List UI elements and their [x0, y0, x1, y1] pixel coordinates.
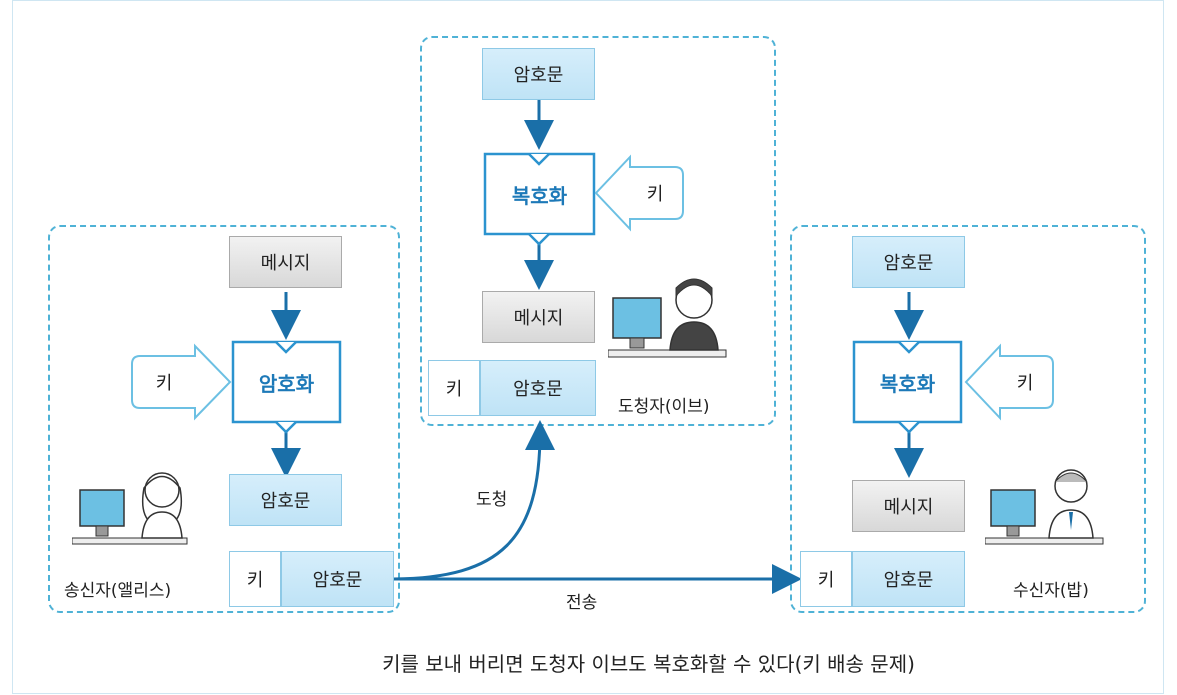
- encrypt-frame: [231, 340, 342, 424]
- eve-recv-cipher-box: 암호문: [480, 360, 596, 416]
- figure-caption: 키를 보내 버리면 도청자 이브도 복호화할 수 있다(키 배송 문제): [382, 652, 915, 676]
- sender-message-box: 메시지: [229, 236, 342, 288]
- eve-key-label: 키: [646, 184, 664, 205]
- eve-cipher-box: 암호문: [482, 48, 595, 100]
- decrypt-frame-bob: [852, 340, 963, 424]
- eve-decrypt-label: 복호화: [511, 183, 568, 208]
- sender-key-callout: [131, 343, 232, 421]
- transmit-label: 전송: [566, 593, 598, 613]
- figure-frame: [12, 0, 1164, 694]
- sender-send-key-box: 키: [229, 551, 281, 607]
- bob-recv-cipher-box: 암호문: [852, 551, 965, 607]
- intercept-arrow: [393, 420, 555, 581]
- bob-cipher-box: 암호문: [852, 236, 965, 288]
- bob-decrypt-label: 복호화: [879, 371, 936, 396]
- bob-key-callout: [964, 343, 1054, 421]
- sender-send-cipher-box: 암호문: [281, 551, 394, 607]
- bob-role-label: 수신자(밥): [1013, 581, 1089, 601]
- eve-message-box: 메시지: [482, 291, 595, 343]
- intercept-label: 도청: [476, 490, 508, 510]
- eve-key-callout: [594, 154, 684, 232]
- decrypt-frame-eve: [483, 152, 596, 236]
- sender-role-label: 송신자(앨리스): [64, 581, 172, 601]
- eve-illustration: [608, 278, 727, 358]
- receiver-panel: [790, 225, 1146, 613]
- bob-message-box: 메시지: [852, 480, 965, 532]
- bob-key-label: 키: [1016, 373, 1034, 394]
- eavesdropper-panel: [420, 36, 776, 426]
- sender-encrypt-label: 암호화: [258, 371, 315, 396]
- alice-illustration: [72, 472, 188, 545]
- eve-recv-key-box: 키: [428, 360, 480, 416]
- sender-key-label: 키: [155, 373, 173, 394]
- sender-cipher-box: 암호문: [229, 474, 342, 526]
- bob-recv-key-box: 키: [800, 551, 852, 607]
- sender-panel: [48, 225, 400, 613]
- eve-role-label: 도청자(이브): [618, 397, 710, 417]
- bob-illustration: [985, 469, 1104, 545]
